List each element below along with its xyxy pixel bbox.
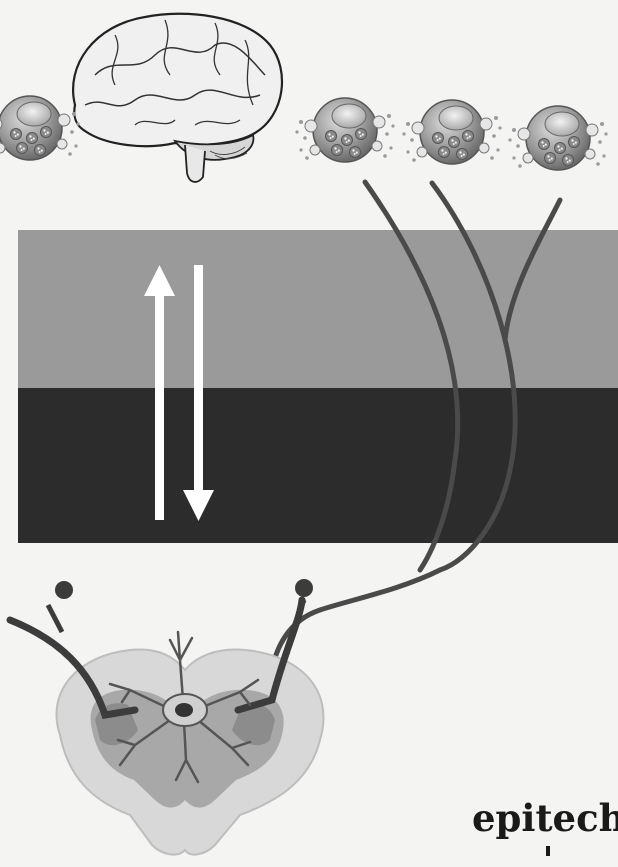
- caption-text: epitech: [472, 800, 618, 837]
- root-ganglia: [48, 579, 313, 632]
- caption-cut-glyph: [540, 846, 558, 856]
- brain-icon: [73, 14, 282, 182]
- spinal-cord-icon: [56, 650, 323, 855]
- upper-band: [18, 230, 618, 390]
- lower-band: [18, 388, 618, 543]
